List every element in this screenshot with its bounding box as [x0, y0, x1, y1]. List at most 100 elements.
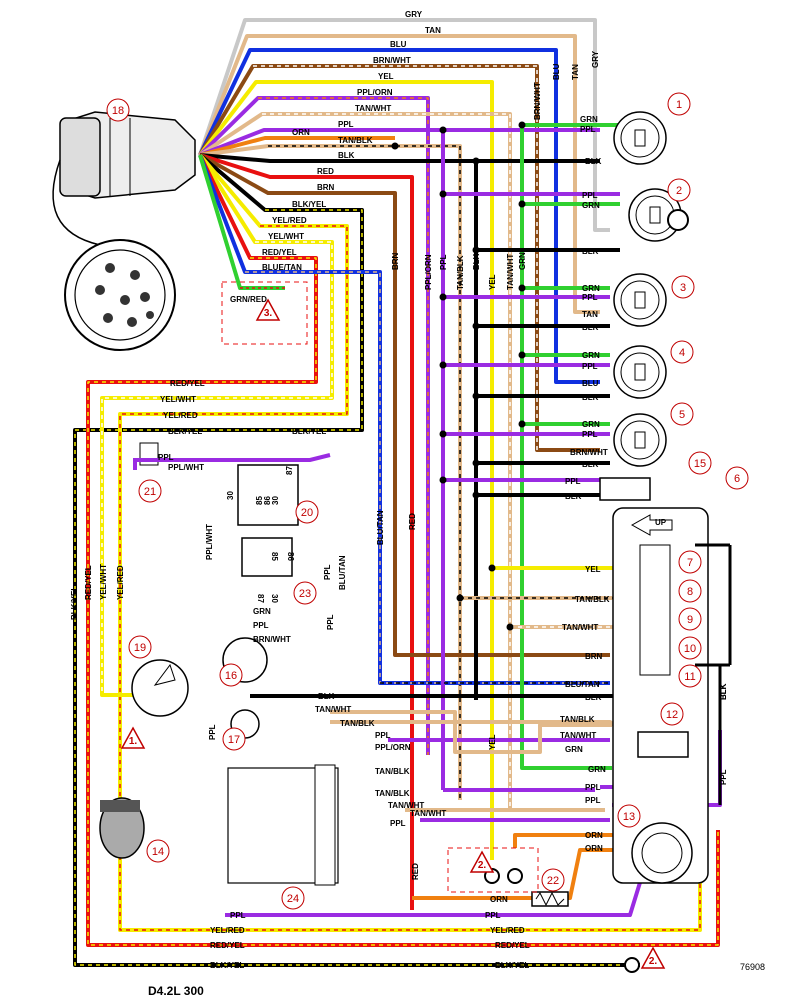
harness-wire-label: GRN/RED — [230, 295, 267, 304]
gauge-wire-label: BLU — [582, 379, 599, 388]
gauge-wire-label: PPL — [580, 125, 596, 134]
panel-wire-label: BLK — [585, 693, 602, 702]
lower-wire-label: ORN — [490, 895, 508, 904]
lower-wire-label: RED — [411, 863, 420, 880]
vertical-wire-label: BLU — [552, 63, 561, 80]
callout-circle — [678, 607, 702, 631]
callout-number: 23 — [299, 588, 311, 600]
relay-pin-label: 86 — [286, 552, 295, 561]
vertical-wire-label: BLK — [472, 253, 481, 270]
lower-wire-label: GRN — [565, 745, 583, 754]
harness-wire-label: BLUE/TAN — [262, 263, 302, 272]
lower-wire-label: YEL/RED — [116, 565, 125, 600]
lower-wire-label: GRN — [253, 607, 271, 616]
lower-wire-label: PPL — [485, 911, 501, 920]
gauge-wire-label: BRN/WHT — [570, 448, 608, 457]
gauge-4 — [613, 345, 667, 399]
gauge-1 — [613, 111, 667, 165]
lower-wire-label: TAN/WHT — [388, 801, 424, 810]
callout-number: 2 — [676, 185, 682, 197]
lower-wire-label: PPL — [323, 564, 332, 580]
relay-pin-label: 30 — [271, 496, 280, 505]
vertical-wire-label: YEL — [488, 274, 497, 290]
warning-number: 2. — [478, 860, 487, 871]
callout-number: 17 — [228, 734, 240, 746]
ring-terminal-3 — [221, 281, 308, 345]
harness-wires — [73, 18, 720, 967]
callout-number: 10 — [684, 643, 696, 655]
harness-wire-label: BRN/WHT — [373, 56, 411, 65]
harness-wire-label: YEL/RED — [272, 216, 307, 225]
lower-wire-label: PPL — [585, 783, 601, 792]
lower-wire-label: TAN/BLK — [375, 767, 410, 776]
callout-number: 15 — [694, 458, 706, 470]
relay-pin-label: 85 — [255, 496, 264, 505]
gauge-wire-label: BLK — [582, 323, 599, 332]
lower-wire-label: YEL — [488, 734, 497, 750]
callout-number: 13 — [623, 811, 635, 823]
figure-number: 76908 — [740, 962, 765, 972]
gauge-wire-label: BLK — [582, 393, 599, 402]
vertical-wire-label: TAN/BLK — [456, 255, 465, 290]
gauge-wire-label: PPL — [582, 362, 598, 371]
callout-number: 5 — [679, 409, 685, 421]
callout-circle — [678, 550, 702, 574]
gauge-wire-label: GRN — [582, 351, 600, 360]
callout-circle — [541, 868, 565, 892]
vertical-wire-label: PPL/ORN — [424, 254, 433, 290]
harness-wire-label: TAN — [425, 26, 441, 35]
warning-triangle — [120, 726, 146, 749]
lower-wire-label: TAN/WHT — [560, 731, 596, 740]
vertical-wire-label: GRN — [518, 252, 527, 270]
lower-wire-label: PPL — [253, 621, 269, 630]
lower-wire-label: PPL — [208, 724, 217, 740]
gauge-wire-label: PPL — [565, 477, 581, 486]
callout-circle — [106, 98, 130, 122]
harness-wire-label: BLU — [390, 40, 407, 49]
lower-wire-label: RED/YEL — [210, 941, 245, 950]
lower-wire-label: RED/YEL — [84, 565, 93, 600]
warning-triangle — [640, 946, 666, 969]
relay-pin-label: 87 — [256, 594, 265, 603]
buzzer-15 — [599, 477, 651, 501]
lower-wire-label: BLK/YEL — [495, 961, 529, 970]
panel-wire-label: BRN — [585, 652, 603, 661]
gauge-wire-label: GRN — [582, 284, 600, 293]
lower-wire-label: YEL/WHT — [160, 395, 196, 404]
lower-wire-label: BLK/YEL — [210, 961, 244, 970]
callout-circle — [617, 804, 641, 828]
gauge-wire-label: GRN — [580, 115, 598, 124]
junction-dots — [391, 121, 526, 631]
harness-wire-label: TAN/WHT — [355, 104, 391, 113]
vertical-wire-label: PPL — [326, 614, 335, 630]
lower-wire-label: TAN/WHT — [315, 705, 351, 714]
lower-wire-label: PPL — [230, 911, 246, 920]
callout-number: 6 — [734, 473, 740, 485]
harness-wire-label: PPL — [338, 120, 354, 129]
callout-number: 20 — [301, 507, 313, 519]
ignition-switch-19 — [131, 659, 189, 717]
vertical-wire-label: BRN — [391, 252, 400, 270]
callout-circle — [667, 92, 691, 116]
callout-circle — [678, 636, 702, 660]
gauge-wire-label: GRN — [582, 420, 600, 429]
relay-pin-label: 30 — [226, 491, 235, 500]
vertical-wire-label: BRN/WHT — [533, 82, 542, 120]
callout-number: 22 — [547, 875, 559, 887]
callout-number: 4 — [679, 347, 685, 359]
gauge-wire-label: TAN — [582, 310, 598, 319]
key-lanyard-14 — [99, 797, 145, 859]
lower-wire-label: YEL/WHT — [99, 564, 108, 600]
callout-circle — [688, 451, 712, 475]
callout-circle — [128, 635, 152, 659]
callout-number: 1 — [676, 99, 682, 111]
lower-wire-label: PPL — [585, 796, 601, 805]
panel-wire-label: TAN/BLK — [575, 595, 610, 604]
callout-circle — [678, 664, 702, 688]
harness-wire-label: RED — [317, 167, 334, 176]
lower-wire-label: BLK — [318, 692, 335, 701]
lower-wire-label: BLK/YEL — [70, 586, 79, 620]
warning-number: 2. — [649, 956, 658, 967]
callout-number: 11 — [684, 671, 695, 683]
panel-wire-label: YEL — [585, 565, 601, 574]
